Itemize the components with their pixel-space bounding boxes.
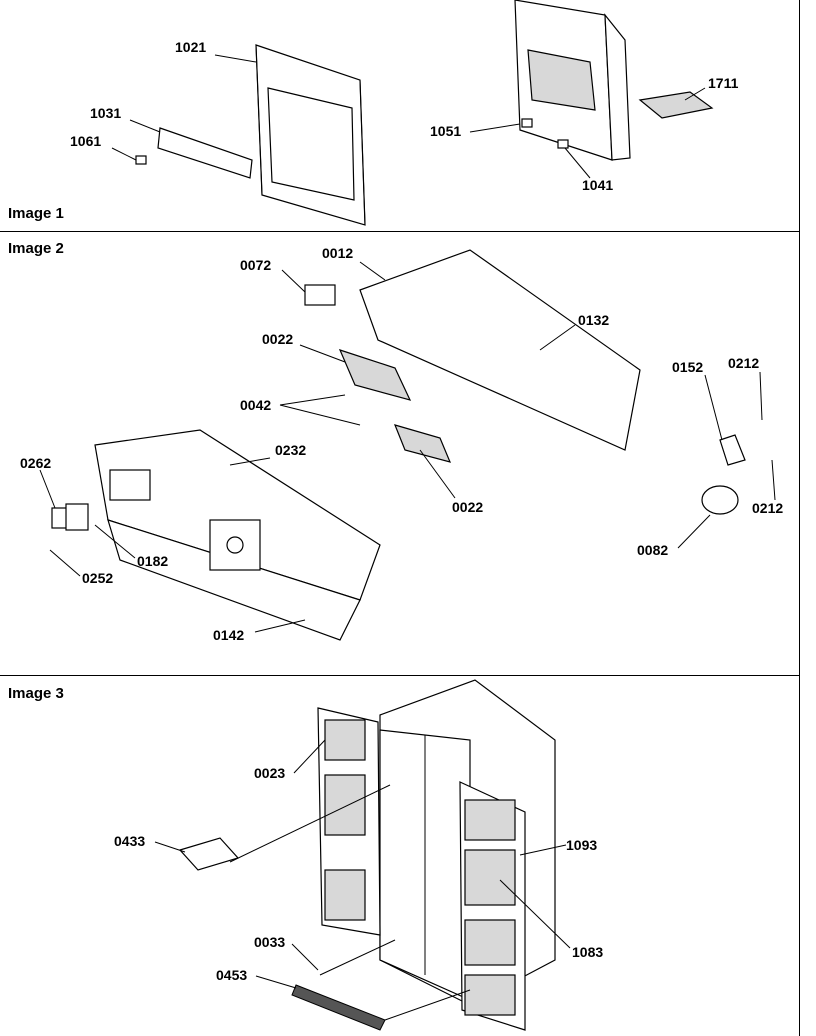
callout-1093: 1093 [566, 837, 597, 853]
callout-0022-b: 0022 [452, 499, 483, 515]
callout-0212-b: 0212 [752, 500, 783, 516]
screw-part-1051 [521, 118, 533, 128]
callout-1051: 1051 [430, 123, 461, 139]
section-divider-1 [0, 231, 800, 232]
lever-part [719, 434, 746, 466]
callout-0023: 0023 [254, 765, 285, 781]
switch-part [135, 155, 147, 165]
disk-part [701, 485, 739, 515]
image2-group: 0072 0012 0132 0022 0042 0022 0152 0212 … [20, 245, 783, 643]
image1-group: 1021 1031 1061 1711 1051 1041 [70, 0, 739, 226]
callout-0042: 0042 [240, 397, 271, 413]
callout-0262: 0262 [20, 455, 51, 471]
callout-1041: 1041 [582, 177, 613, 193]
upper-bracket-part [359, 249, 641, 451]
grille-part [291, 984, 386, 1031]
callout-1061: 1061 [70, 133, 101, 149]
image3-group: 0023 0433 1093 1083 0033 0453 [114, 679, 603, 1031]
callout-0152: 0152 [672, 359, 703, 375]
dispenser-housing-part [514, 0, 631, 161]
drip-tray-part [638, 91, 714, 119]
callout-0142: 0142 [213, 627, 244, 643]
loose-bin-part [178, 837, 240, 871]
cover-plate-part [157, 127, 253, 179]
dispenser-frame-part [255, 44, 366, 226]
section-title-image3: Image 3 [8, 685, 64, 702]
switch-part-lower [393, 424, 452, 463]
section-title-image1: Image 1 [8, 205, 64, 222]
solenoid-part [304, 284, 336, 306]
callout-0252: 0252 [82, 570, 113, 586]
callout-0232: 0232 [275, 442, 306, 458]
callout-0082: 0082 [637, 542, 668, 558]
callout-0022-a: 0022 [262, 331, 293, 347]
callout-0182: 0182 [137, 553, 168, 569]
callout-0072: 0072 [240, 257, 271, 273]
callout-0132: 0132 [578, 312, 609, 328]
callout-1711: 1711 [708, 75, 739, 91]
callout-1031: 1031 [90, 105, 121, 121]
switch-part-upper [338, 349, 412, 401]
section-title-image2: Image 2 [8, 240, 64, 257]
callout-0033: 0033 [254, 934, 285, 950]
callout-0453: 0453 [216, 967, 247, 983]
callout-0433: 0433 [114, 833, 145, 849]
callout-1021: 1021 [175, 39, 206, 55]
callout-0212-a: 0212 [728, 355, 759, 371]
lower-channel-part [94, 429, 381, 601]
bracket-part-1041 [557, 139, 569, 149]
callout-1083: 1083 [572, 944, 603, 960]
section-divider-2 [0, 675, 800, 676]
callout-0012: 0012 [322, 245, 353, 261]
